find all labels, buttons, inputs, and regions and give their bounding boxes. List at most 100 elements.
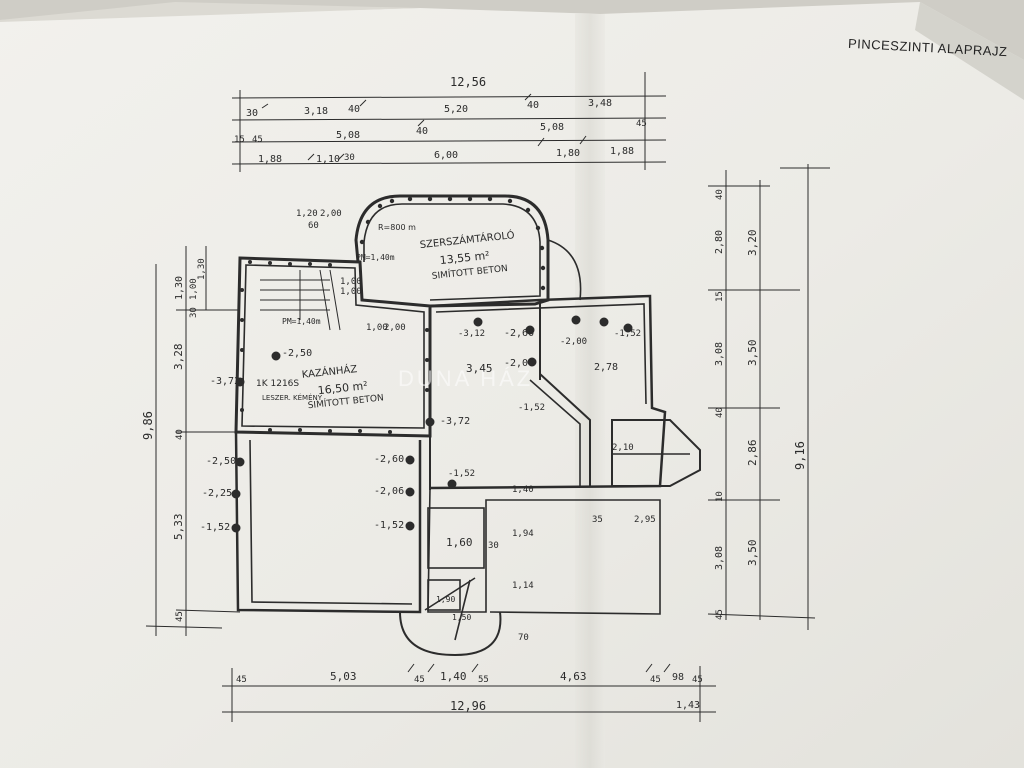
- level-5: -1,52: [200, 522, 230, 533]
- dim-lines-right: [707, 164, 830, 630]
- level-markers: [231, 315, 633, 533]
- dim-right-i4: 3,08: [714, 342, 725, 366]
- wall-lower-left-inner: [249, 439, 413, 605]
- dim-top-4: 5,20: [444, 104, 468, 115]
- door-arc-2: [454, 579, 471, 641]
- dim-right-i3: 15: [715, 291, 725, 302]
- room-pentagon: [611, 419, 701, 487]
- dim-top-r2-6: 45: [636, 119, 647, 129]
- wall-bay-upper: [547, 239, 582, 301]
- wall-lower-center: [427, 487, 661, 615]
- dim-bot-overall: 12,96: [450, 699, 486, 713]
- int-22: 1,50: [452, 613, 471, 622]
- int-18: 1,00: [366, 323, 388, 333]
- dim-left-overall: 9,86: [141, 411, 155, 440]
- wall-workshop-inner: [363, 203, 541, 301]
- level-1: -2,50: [282, 348, 312, 359]
- dim-right-i2: 2,80: [714, 230, 725, 254]
- dim-top-2: 3,18: [304, 106, 328, 117]
- int-11: 1,00: [340, 277, 362, 287]
- dim-right-i8: 45: [715, 609, 725, 620]
- dim-top-overall: 12,56: [450, 75, 486, 89]
- room-area-hall: 16,50 m²: [317, 379, 368, 397]
- dim-right-4: 3,50: [746, 540, 759, 567]
- wall-diagonal: [539, 373, 591, 486]
- wall-bay-lower: [399, 611, 502, 657]
- wall-kazanhaz-inner: [241, 264, 425, 429]
- room-radius-workshop: R=800 m: [378, 223, 416, 232]
- dim-top-r2-2: 45: [252, 135, 263, 145]
- dim-top-r3-2: 1,10: [316, 154, 340, 165]
- dim-top-1: 30: [246, 108, 258, 119]
- dim-bot-8: 98: [672, 672, 684, 683]
- dim-left-s1: 1,30: [197, 258, 207, 280]
- watermark: DUNA HÁZ: [398, 366, 534, 391]
- level-14: -3,72: [440, 416, 470, 427]
- int-15: 2,00: [320, 209, 342, 219]
- dim-left-3: 40: [175, 429, 185, 440]
- dim-top-6: 3,48: [588, 98, 612, 109]
- level-8: -1,52: [374, 520, 404, 531]
- level-16: -1,52: [518, 403, 545, 413]
- dim-right-2: 3,50: [746, 340, 759, 367]
- paper-fold-right: [915, 2, 1024, 100]
- int-17: 2,00: [384, 323, 406, 333]
- room-small: [427, 507, 485, 569]
- dim-top-r2-1: 15: [234, 135, 245, 145]
- level-3: -2,50: [206, 456, 236, 467]
- dim-top-r2-5: 5,08: [540, 122, 564, 133]
- room-stair: [427, 579, 461, 611]
- int-6: 2,95: [634, 515, 656, 525]
- dim-top-5: 40: [527, 100, 539, 111]
- int-3: 1,60: [446, 536, 473, 549]
- dim-left-2: 3,28: [172, 344, 185, 371]
- dim-top-r3-3: 30: [344, 153, 355, 163]
- dim-top-r3-6: 1,88: [610, 146, 634, 157]
- dim-left-1: 1,30: [174, 276, 185, 300]
- dim-bot-6: 4,63: [560, 670, 587, 683]
- dim-lines-bottom: [222, 663, 716, 722]
- wall-lower-left: [234, 431, 422, 614]
- int-4: 1,94: [512, 529, 534, 539]
- dim-bot-1: 45: [236, 675, 247, 685]
- dim-bot-4: 1,40: [440, 670, 467, 683]
- level-2: -3,72: [210, 376, 240, 387]
- level-9: -3,12: [458, 329, 485, 339]
- int-13: PM=1,40m: [282, 317, 321, 326]
- int-21: 1,90: [436, 595, 455, 604]
- dim-bot-3: 45: [414, 675, 425, 685]
- level-12: -2,00: [560, 337, 587, 347]
- int-16: 60: [308, 221, 319, 231]
- dim-bot-right: 1,43: [676, 700, 700, 711]
- dim-left-4: 5,33: [172, 514, 185, 541]
- level-6: -2,60: [374, 454, 404, 465]
- int-20: 70: [518, 633, 529, 643]
- wall-diagonal-inner: [529, 379, 581, 486]
- dim-bot-5: 55: [478, 675, 489, 685]
- level-10: -2,60: [504, 328, 534, 339]
- dim-left-5: 45: [175, 611, 185, 622]
- int-1: 3,45: [466, 362, 493, 375]
- dim-top-3: 40: [348, 104, 360, 115]
- int-12: 1,00: [340, 287, 362, 297]
- dim-lines-left: [145, 246, 241, 636]
- dim-right-overall: 9,16: [793, 441, 807, 470]
- dim-top-r3-4: 6,00: [434, 150, 458, 161]
- door-arc-1: [424, 577, 476, 611]
- dim-bot-2: 5,03: [330, 670, 357, 683]
- dim-left-s3: 30: [189, 307, 199, 318]
- int-14: PM=1,40m: [356, 253, 395, 262]
- floor-plan: [234, 194, 701, 657]
- wall-right-inner: [435, 303, 647, 405]
- staircase: [260, 269, 341, 331]
- dim-top-r2-3: 5,08: [336, 130, 360, 141]
- int-10: 1,20: [296, 209, 318, 219]
- dim-top-r2-4: 40: [416, 126, 428, 137]
- dim-right-1: 3,20: [746, 230, 759, 257]
- dim-right-i1: 40: [715, 189, 725, 200]
- level-4: -2,25: [202, 488, 232, 499]
- level-13: -1,52: [614, 329, 641, 339]
- int-7: 1,40: [512, 485, 534, 495]
